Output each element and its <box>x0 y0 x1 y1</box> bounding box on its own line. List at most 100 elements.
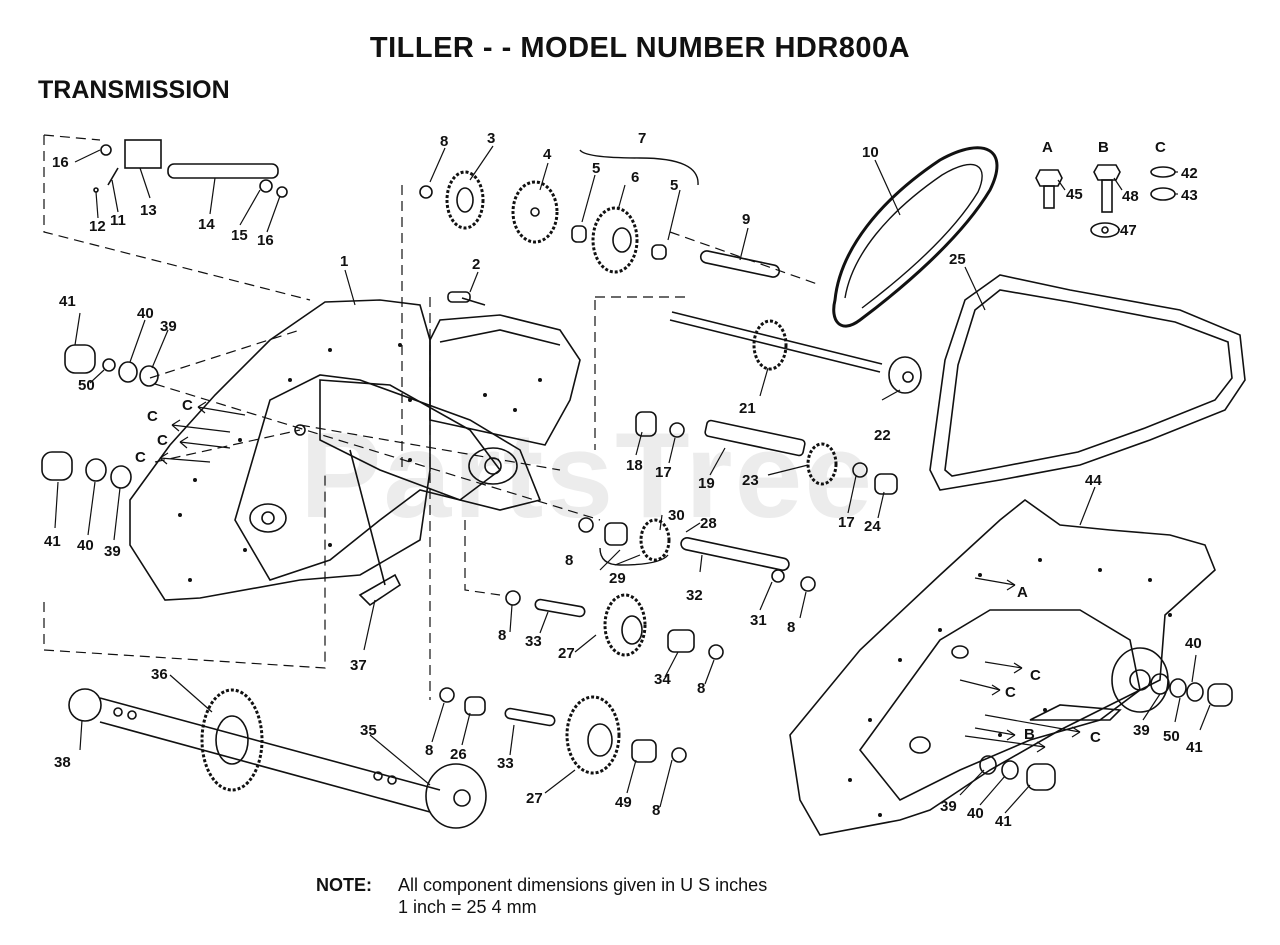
callout: 39 <box>1133 722 1150 739</box>
callout: 23 <box>742 472 759 489</box>
callout: 33 <box>497 755 514 772</box>
callout: B <box>1098 139 1109 156</box>
callout: 39 <box>940 798 957 815</box>
callout: 18 <box>626 457 643 474</box>
callout: 50 <box>78 377 95 394</box>
callout: 41 <box>1186 739 1203 756</box>
callout: 11 <box>110 212 126 229</box>
callout: 32 <box>686 587 703 604</box>
callout: 26 <box>450 746 467 763</box>
callout: 49 <box>615 794 632 811</box>
callout: 8 <box>425 742 433 759</box>
alignment-lines <box>43 134 821 700</box>
callout: 16 <box>257 232 274 249</box>
callout: A <box>1042 139 1053 156</box>
callout: 40 <box>967 805 984 822</box>
callout: 34 <box>654 671 671 688</box>
callout: 30 <box>668 507 685 524</box>
callout: C <box>1090 729 1101 746</box>
transmission-housing-right <box>789 498 1216 836</box>
hardware <box>1035 164 1176 238</box>
callout: 17 <box>838 514 855 531</box>
callout: 8 <box>565 552 573 569</box>
callout: C <box>1030 667 1041 684</box>
dimension-note: NOTE:All component dimensions given in U… <box>316 874 767 918</box>
callout: 25 <box>949 251 966 268</box>
callout: A <box>1017 584 1028 601</box>
right-bearings <box>979 673 1233 791</box>
callout-labels: 1 2 3 4 5 5 6 7 8 8 8 8 8 8 8 8 9 10 11 … <box>44 130 1203 830</box>
drive-chain <box>832 146 999 328</box>
callout: 1 <box>340 253 348 270</box>
callout: 8 <box>787 619 795 636</box>
callout: 4 <box>543 146 552 163</box>
upper-gear-train <box>419 170 781 306</box>
callout: 16 <box>52 154 69 171</box>
callout: 39 <box>160 318 177 335</box>
callout: 50 <box>1163 728 1180 745</box>
shaft-28-32 <box>578 517 816 592</box>
callout: B <box>1024 726 1035 743</box>
callout: C <box>147 408 158 425</box>
callout: 48 <box>1122 188 1139 205</box>
callout: C <box>157 432 168 449</box>
note-label: NOTE: <box>316 875 372 895</box>
callout: 8 <box>652 802 660 819</box>
bracket-29 <box>599 547 669 566</box>
callout: C <box>1005 684 1016 701</box>
middle-shaft <box>669 311 922 394</box>
callout: 19 <box>698 475 715 492</box>
diagram-title: TILLER - - MODEL NUMBER HDR800A <box>369 32 911 64</box>
callout: 5 <box>592 160 600 177</box>
callout: 31 <box>750 612 767 629</box>
callout: 14 <box>198 216 215 233</box>
callout: 2 <box>472 256 480 273</box>
callout: 39 <box>104 543 121 560</box>
callout: 3 <box>487 130 495 147</box>
callout: 13 <box>140 202 157 219</box>
callout: 22 <box>874 427 891 444</box>
callout: 5 <box>670 177 678 194</box>
callout: 17 <box>655 464 672 481</box>
leader-lines <box>54 145 1211 814</box>
transmission-housing-left <box>129 299 581 601</box>
shift-lever <box>349 449 402 607</box>
callout: 12 <box>89 218 106 235</box>
callout: 9 <box>742 211 750 228</box>
tine-shaft <box>68 688 487 829</box>
gasket <box>929 274 1246 491</box>
callout: C <box>135 449 146 466</box>
callout: 7 <box>638 130 646 147</box>
callout: 37 <box>350 657 367 674</box>
callout: 21 <box>739 400 756 417</box>
callout: 44 <box>1085 472 1102 489</box>
section-heading: TRANSMISSION <box>38 76 230 104</box>
callout: 24 <box>864 518 881 535</box>
callout: 41 <box>995 813 1012 830</box>
callout: C <box>1155 139 1166 156</box>
shaft-26-27-33-49 <box>439 687 687 775</box>
note-line-2: 1 inch = 25 4 mm <box>398 897 537 917</box>
callout: 41 <box>44 533 61 550</box>
callout: 40 <box>77 537 94 554</box>
callout: C <box>182 397 193 414</box>
callout: 38 <box>54 754 71 771</box>
callout: 29 <box>609 570 626 587</box>
callout: 27 <box>558 645 575 662</box>
callout: 27 <box>526 790 543 807</box>
shaft-27-33-34 <box>505 590 724 660</box>
callout: 36 <box>151 666 168 683</box>
shift-assembly <box>93 139 288 198</box>
callout: 8 <box>440 133 448 150</box>
callout: 28 <box>700 515 717 532</box>
countershaft <box>635 411 898 495</box>
callout: 42 <box>1181 165 1198 182</box>
callout: 40 <box>137 305 154 322</box>
callout: 10 <box>862 144 879 161</box>
left-bearings <box>41 344 159 489</box>
callout: 40 <box>1185 635 1202 652</box>
callout: 6 <box>631 169 639 186</box>
callout: 33 <box>525 633 542 650</box>
callout: 45 <box>1066 186 1083 203</box>
